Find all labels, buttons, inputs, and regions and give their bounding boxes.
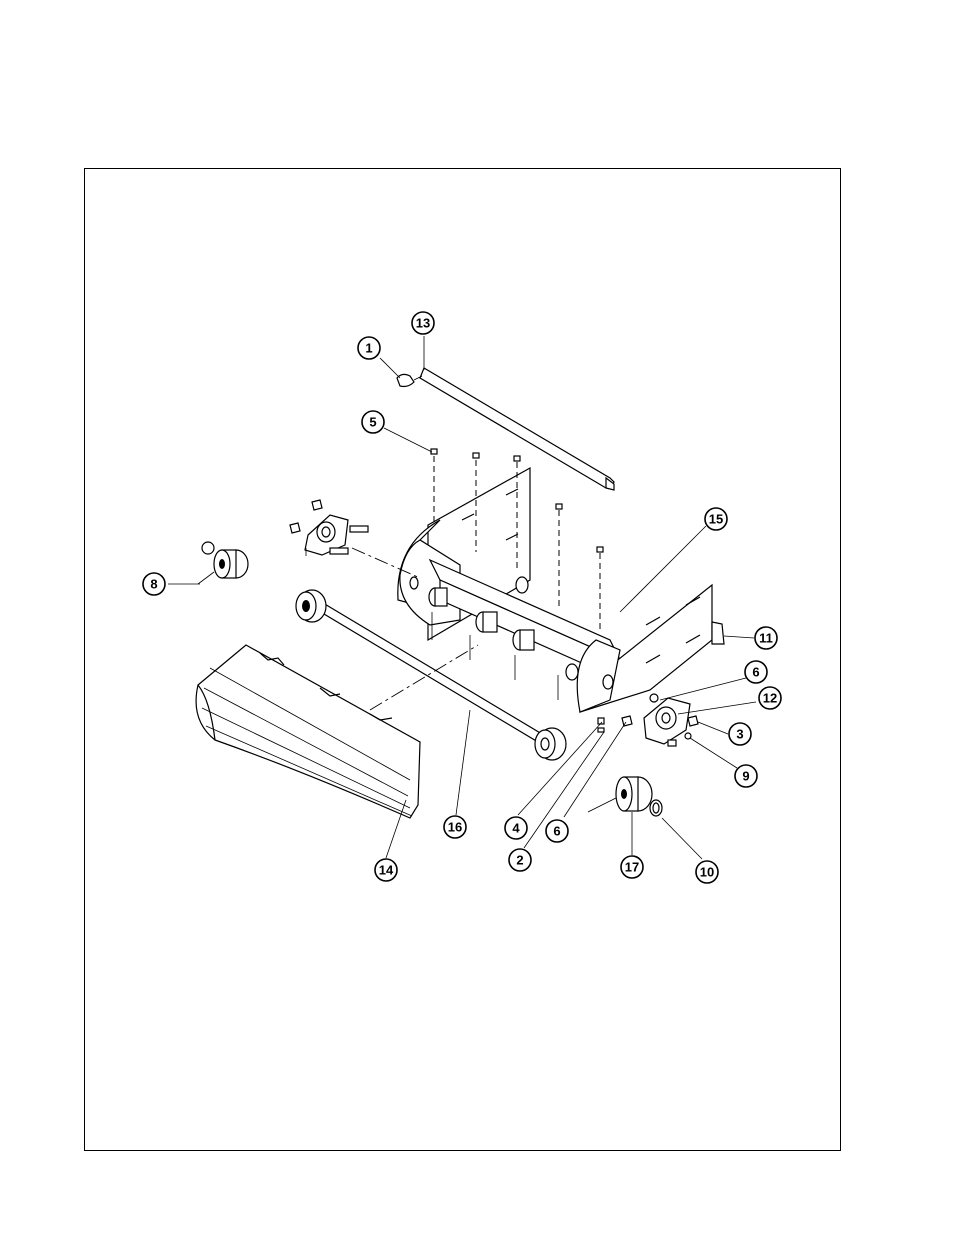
svg-text:6: 6: [752, 665, 759, 680]
callout-6-lower: 6: [546, 820, 568, 842]
cover-part-14: [196, 645, 478, 818]
svg-text:3: 3: [736, 727, 743, 742]
svg-text:5: 5: [369, 415, 376, 430]
rod-part-13: [420, 368, 614, 490]
svg-text:8: 8: [150, 577, 157, 592]
callout-14: 14: [375, 859, 397, 881]
svg-text:12: 12: [763, 691, 777, 706]
callout-4: 4: [505, 817, 527, 839]
clip-part-1: [397, 374, 422, 386]
svg-text:10: 10: [700, 865, 714, 880]
svg-text:14: 14: [379, 863, 394, 878]
callout-2: 2: [509, 849, 531, 871]
callout-1: 1: [358, 337, 380, 359]
callout-15: 15: [705, 508, 727, 530]
svg-text:1: 1: [365, 341, 372, 356]
svg-text:6: 6: [553, 824, 560, 839]
svg-text:2: 2: [516, 853, 523, 868]
svg-text:17: 17: [625, 860, 639, 875]
callout-12: 12: [759, 687, 781, 709]
callout-5: 5: [362, 411, 384, 433]
svg-text:4: 4: [512, 821, 520, 836]
svg-text:15: 15: [709, 512, 723, 527]
left-bearing-flange: [290, 500, 420, 578]
callout-17: 17: [621, 856, 643, 878]
pulley-part-8: [198, 542, 248, 584]
callout-16: 16: [444, 816, 466, 838]
callout-11: 11: [755, 627, 777, 649]
callout-10: 10: [696, 861, 718, 883]
svg-text:9: 9: [742, 769, 749, 784]
callout-3: 3: [729, 723, 751, 745]
callout-9: 9: [735, 765, 757, 787]
svg-text:16: 16: [448, 820, 462, 835]
svg-text:13: 13: [416, 316, 430, 331]
callout-13: 13: [412, 312, 434, 334]
svg-text:11: 11: [759, 631, 773, 646]
pulley-part-17: [588, 777, 662, 816]
callout-8: 8: [143, 573, 165, 595]
callout-6-upper: 6: [745, 661, 767, 683]
